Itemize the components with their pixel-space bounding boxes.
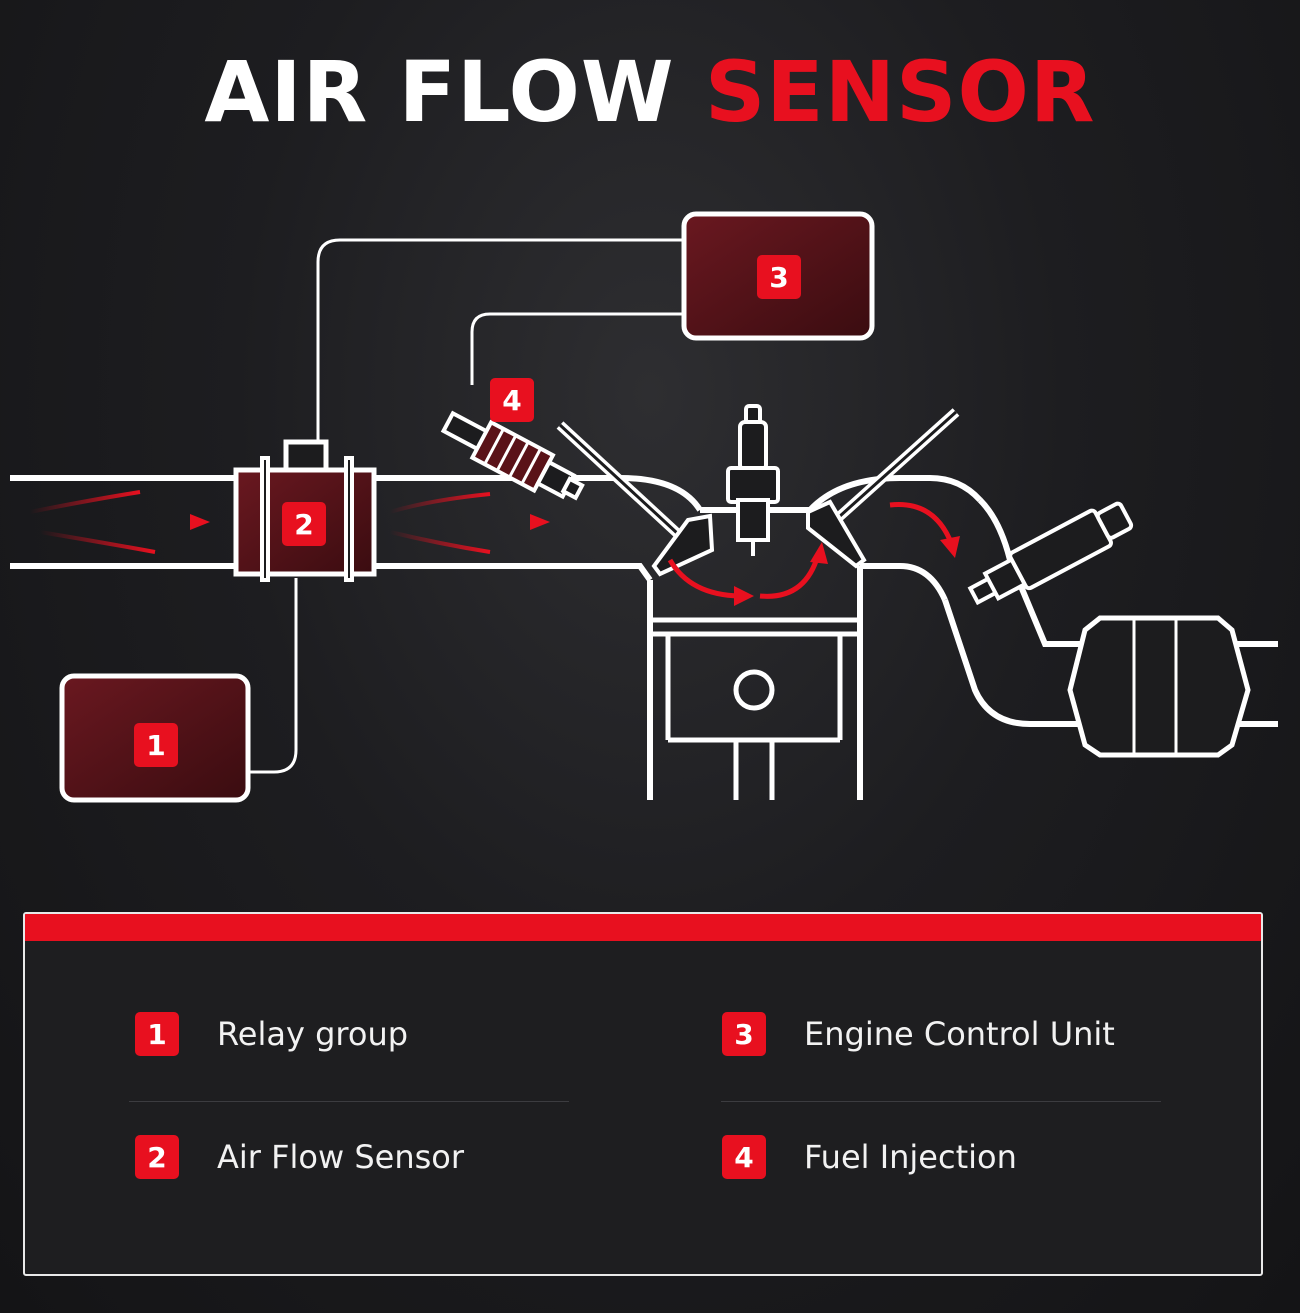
engine-diagram (20, 214, 1251, 800)
fuel-injector (440, 410, 585, 501)
legend-item-relay-group: 1 Relay group (135, 1011, 408, 1057)
legend-label: Engine Control Unit (804, 1015, 1115, 1053)
legend-item-engine-control-unit: 3 Engine Control Unit (722, 1011, 1115, 1057)
piston (650, 617, 860, 800)
legend-badge: 2 (135, 1135, 179, 1179)
diagram-badge-4: 4 (490, 378, 534, 422)
diagram-badge-3-number: 3 (769, 260, 789, 294)
oxygen-sensor-icon (967, 501, 1134, 606)
legend-label: Relay group (217, 1015, 409, 1053)
legend-item-air-flow-sensor: 2 Air Flow Sensor (135, 1134, 464, 1180)
diagram-badge-4-number: 4 (502, 383, 522, 417)
diagram-badge-1: 1 (134, 723, 178, 767)
exhaust-valve (806, 408, 960, 569)
legend-badge: 4 (722, 1135, 766, 1179)
title-part-white: AIR FLOW (204, 43, 675, 141)
chamber-flow-arrows (667, 502, 955, 599)
legend-label: Fuel Injection (804, 1138, 1017, 1176)
intake-arrow-heads (190, 514, 550, 530)
spark-plug-icon (726, 404, 780, 556)
air-flow-sensor (233, 439, 377, 582)
legend-divider (129, 1101, 569, 1102)
legend-header-bar (25, 914, 1261, 941)
legend-item-fuel-injection: 4 Fuel Injection (722, 1134, 1017, 1180)
legend-label: Air Flow Sensor (217, 1138, 465, 1176)
diagram-badge-2-number: 2 (294, 507, 314, 541)
legend-badge: 3 (722, 1012, 766, 1056)
title-part-red: SENSOR (704, 43, 1096, 141)
diagram-badge-1-number: 1 (146, 728, 166, 762)
legend-divider (721, 1101, 1161, 1102)
page-title: AIR FLOW SENSOR (0, 42, 1300, 142)
diagram-badge-3: 3 (757, 255, 801, 299)
legend-panel: 1 Relay group 3 Engine Control Unit 2 Ai… (23, 912, 1263, 1276)
catalytic-converter (1067, 615, 1251, 758)
chamber-arrow-heads (734, 536, 960, 606)
legend-badge: 1 (135, 1012, 179, 1056)
intake-valve (556, 421, 715, 577)
intake-air-arrows (20, 490, 550, 554)
diagram-badge-2: 2 (282, 502, 326, 546)
signal-wires (248, 238, 684, 774)
cylinder-head (647, 475, 983, 800)
